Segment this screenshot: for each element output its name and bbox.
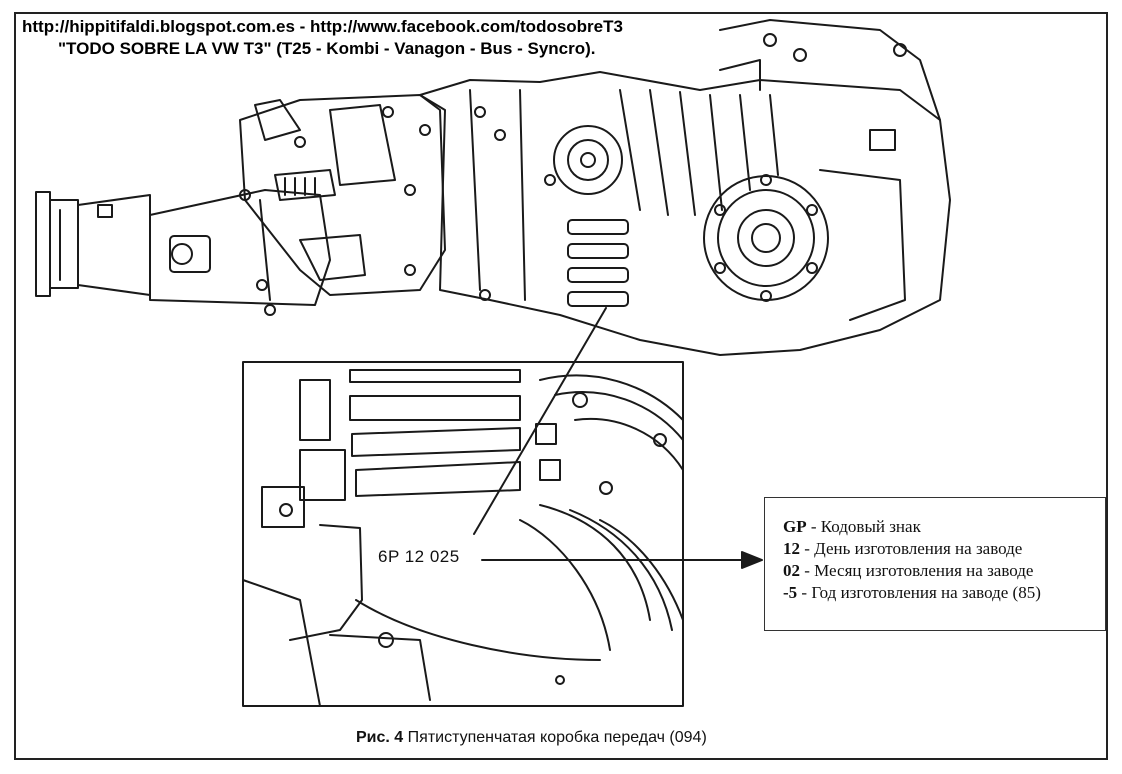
legend-text: - Кодовый знак xyxy=(806,517,921,536)
caption-prefix: Рис. 4 xyxy=(356,729,404,746)
legend-code: GP xyxy=(783,517,807,536)
extension-housing xyxy=(149,189,331,316)
main-case xyxy=(419,71,951,356)
legend-text: - Месяц изготовления на заводе xyxy=(800,561,1034,580)
detail-inset xyxy=(242,361,684,707)
legend-item: 12 - День изготовления на заводе xyxy=(783,538,1105,560)
legend-box: GP - Кодовый знак 12 - День изготовления… xyxy=(764,497,1106,631)
legend-text: - Год изготовления на заводе (85) xyxy=(797,583,1041,602)
differential-housing xyxy=(703,19,941,321)
legend-item: GP - Кодовый знак xyxy=(783,516,1105,538)
header: http://hippitifaldi.blogspot.com.es - ht… xyxy=(22,16,623,60)
legend-code: 02 xyxy=(783,561,800,580)
shift-housing xyxy=(239,94,446,296)
code-stamp: 6P 12 025 xyxy=(378,547,460,566)
legend-item: -5 - Год изготовления на заводе (85) xyxy=(783,582,1105,604)
header-title: "TODO SOBRE LA VW T3" (T25 - Kombi - Van… xyxy=(58,39,596,58)
pointer-line xyxy=(473,307,607,535)
legend-text: - День изготовления на заводе xyxy=(800,539,1023,558)
code-arrow xyxy=(481,551,763,569)
figure-caption: Рис. 4 Пятиступенчатая коробка передач (… xyxy=(356,729,707,747)
caption-text: Пятиступенчатая коробка передач (094) xyxy=(403,729,707,746)
legend-code: 12 xyxy=(783,539,800,558)
legend-code: -5 xyxy=(783,583,798,602)
output-flange xyxy=(35,191,151,297)
page-frame xyxy=(14,12,1108,760)
legend-item: 02 - Месяц изготовления на заводе xyxy=(783,560,1105,582)
header-urls: http://hippitifaldi.blogspot.com.es - ht… xyxy=(22,17,623,36)
